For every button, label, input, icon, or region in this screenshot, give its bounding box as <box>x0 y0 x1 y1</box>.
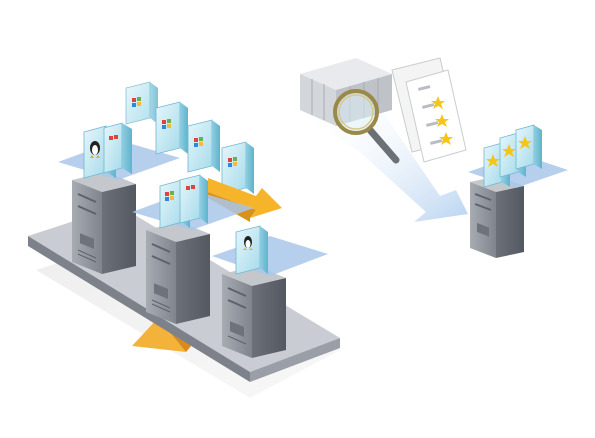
server-rack-icon <box>146 222 210 324</box>
windows-logo-icon <box>109 135 118 140</box>
server-rack-icon <box>222 266 286 358</box>
virtual-machine-icon <box>155 101 188 155</box>
magnifier-icon <box>333 89 400 164</box>
windows-logo-icon <box>186 185 195 190</box>
star-rating-icon <box>502 144 516 157</box>
linux-penguin-icon <box>90 141 100 158</box>
vm-platform <box>212 236 328 276</box>
server-rack-icon <box>72 172 136 274</box>
report-sheet-icon <box>391 57 467 163</box>
virtual-machine-icon <box>103 122 132 174</box>
virtual-machine-icon <box>221 141 254 195</box>
linux-penguin-icon <box>243 236 253 250</box>
virtual-machine-icon <box>235 225 268 275</box>
windows-logo-icon <box>162 119 171 129</box>
virtual-machine-icon <box>125 81 158 125</box>
analysis-flow-arrow-icon <box>310 108 468 222</box>
server-rack-icon <box>470 176 524 258</box>
star-rating-icon <box>486 154 500 167</box>
virtual-machine-icon <box>179 174 208 224</box>
star-rating-icon <box>431 96 453 145</box>
star-rating-icon <box>518 136 532 149</box>
virtual-machine-icon <box>187 119 220 173</box>
windows-logo-icon <box>132 97 141 107</box>
windows-logo-icon <box>165 191 174 201</box>
windows-logo-icon <box>228 157 237 167</box>
virtual-machine-icon <box>515 124 542 170</box>
windows-logo-icon <box>194 137 203 147</box>
